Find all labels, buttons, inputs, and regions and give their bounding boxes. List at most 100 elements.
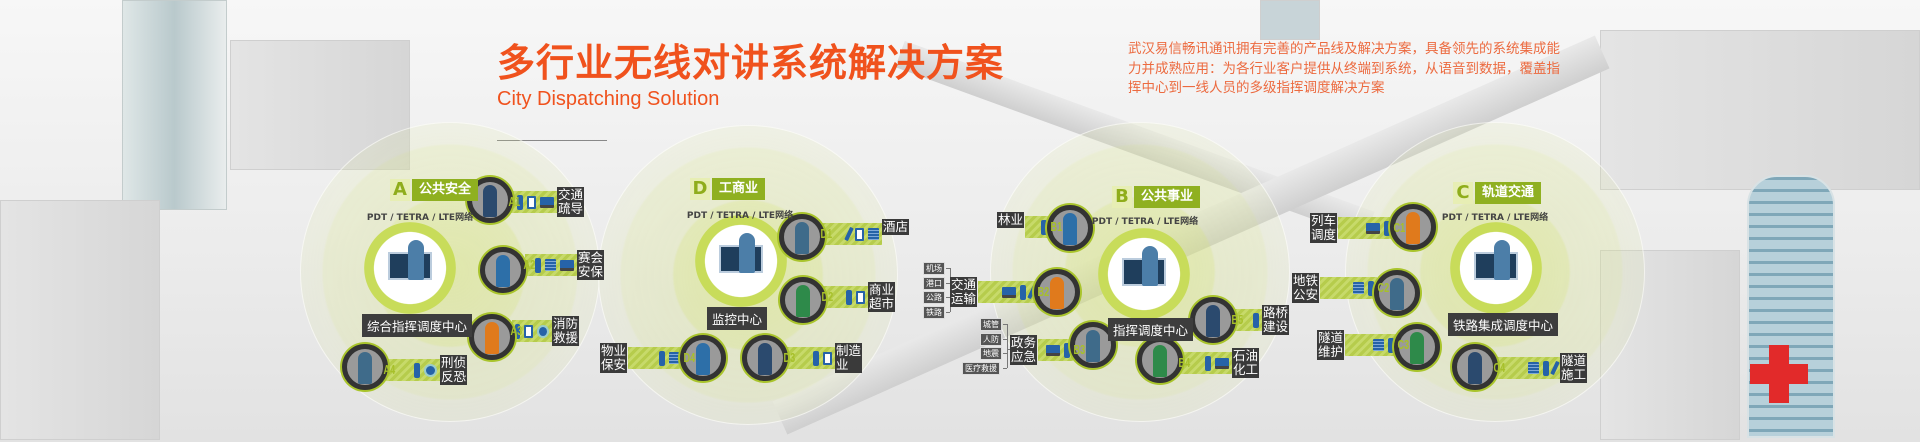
item-label: 消防救援	[552, 316, 579, 346]
item-label: 地铁公安	[1292, 273, 1319, 303]
device-strip	[1338, 217, 1393, 239]
radio-icon	[1388, 337, 1394, 353]
item-label: 交通运输	[950, 277, 977, 307]
item-illustration	[480, 247, 526, 293]
hospital-tower-illustration	[1747, 175, 1835, 438]
item-label: 路桥建设	[1262, 305, 1289, 335]
desk-phone-icon	[545, 259, 556, 271]
sub-category-tag: 铁路	[923, 306, 945, 319]
radio-icon	[1020, 284, 1026, 300]
computer-icon	[1215, 357, 1229, 369]
worker-figure-icon	[1050, 277, 1064, 309]
connector-line	[1003, 339, 1007, 340]
intro-description: 武汉易信畅讯通讯拥有完善的产品线及解决方案，具备领先的系统集成能力并成熟应用：为…	[1128, 41, 1560, 96]
device-strip	[978, 281, 1037, 303]
worker-figure-icon	[1410, 332, 1424, 364]
device-strip	[628, 347, 683, 369]
dispatch-center-illustration	[364, 222, 456, 314]
connector-line	[946, 268, 950, 269]
worker-figure-icon	[796, 285, 810, 317]
device-strip	[1495, 357, 1560, 379]
pen-radio-icon	[844, 226, 854, 242]
item-label: 列车调度	[1310, 213, 1337, 243]
connector-line	[1007, 349, 1010, 350]
connector-line	[1003, 368, 1007, 369]
item-code: C3	[1397, 337, 1410, 352]
item-illustration	[1390, 204, 1436, 250]
item-label: 石油化工	[1232, 348, 1259, 378]
item-code: C1	[1393, 220, 1406, 235]
globe-icon	[536, 324, 549, 338]
page-subtitle: City Dispatching Solution	[497, 88, 720, 110]
item-code: B5	[1231, 312, 1244, 327]
worker-figure-icon	[696, 343, 710, 375]
item-illustration	[469, 314, 515, 360]
item-code: A1	[508, 194, 521, 209]
building	[0, 200, 160, 440]
worker-figure-icon	[496, 255, 510, 287]
device-strip	[785, 347, 835, 369]
item-label: 酒店	[882, 219, 909, 235]
dispatch-center-label: 铁路集成调度中心	[1448, 313, 1559, 336]
globe-icon	[424, 363, 437, 377]
radio-icon	[1368, 280, 1374, 296]
item-illustration	[779, 214, 825, 260]
section-letter: A	[390, 179, 410, 201]
connector-line	[1007, 324, 1008, 368]
item-illustration	[1452, 344, 1498, 390]
item-illustration	[1047, 205, 1093, 251]
phone-icon	[823, 351, 832, 365]
sub-category-tag: 港口	[923, 277, 945, 290]
building	[1260, 0, 1320, 40]
item-code: A2	[523, 257, 536, 272]
dispatch-center-illustration	[1098, 228, 1190, 320]
section-name: 工商业	[712, 178, 766, 200]
item-code: A3	[510, 323, 523, 338]
radio-icon	[846, 289, 852, 305]
desk-phone-icon	[868, 228, 879, 240]
worker-figure-icon	[1206, 305, 1220, 337]
radio-icon	[1253, 312, 1259, 328]
office-tower-illustration	[122, 0, 227, 210]
device-strip	[1320, 277, 1377, 299]
device-strip	[1233, 309, 1262, 331]
item-code: D4	[683, 350, 696, 365]
radio-icon	[517, 194, 523, 210]
item-code: D1	[820, 226, 833, 241]
operator-icon	[739, 233, 755, 273]
radio-icon	[1064, 342, 1070, 358]
connector-line	[946, 283, 950, 284]
sub-category-tag: 机场	[923, 262, 945, 275]
item-code: B2	[1037, 284, 1050, 299]
worker-figure-icon	[795, 222, 809, 254]
item-illustration	[1070, 322, 1116, 368]
item-illustration	[1034, 269, 1080, 315]
item-label: 林业	[997, 212, 1024, 228]
building	[1600, 30, 1920, 190]
phone-icon	[856, 290, 865, 304]
item-illustration	[1374, 270, 1420, 316]
title-divider	[497, 140, 607, 141]
device-strip	[385, 359, 440, 381]
radio-icon	[1041, 219, 1047, 235]
device-strip	[525, 254, 577, 276]
item-code: B1	[1050, 219, 1063, 234]
connector-line	[946, 312, 950, 313]
phone-icon	[527, 195, 536, 209]
operator-icon	[1494, 240, 1510, 280]
section-name: 轨道交通	[1475, 182, 1542, 204]
item-illustration	[1137, 337, 1183, 383]
section-letter: B	[1112, 186, 1132, 208]
section-name: 公共事业	[1134, 186, 1201, 208]
radio-icon	[1205, 355, 1211, 371]
radio-icon	[659, 350, 665, 366]
item-illustration	[680, 335, 726, 381]
item-code: B3	[1073, 342, 1086, 357]
sub-category-tag: 地震	[980, 347, 1002, 360]
network-label: PDT / TETRA / LTE网络	[1091, 217, 1199, 227]
dispatch-center-illustration	[695, 215, 787, 307]
device-strip	[1180, 352, 1232, 374]
computer-icon	[1002, 286, 1016, 298]
section-letter: C	[1453, 182, 1473, 204]
connector-line	[1003, 353, 1007, 354]
